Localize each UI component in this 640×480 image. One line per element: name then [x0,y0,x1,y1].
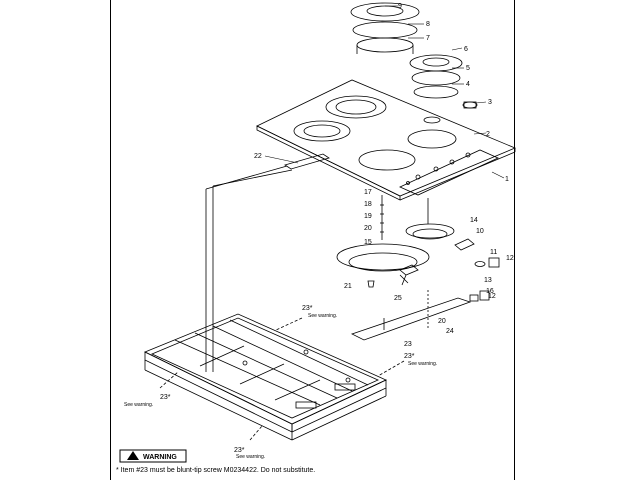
see-warning-right: See warning. [408,361,437,367]
callout-17: 17 [364,189,372,196]
callout-leaders [264,5,505,179]
see-warning-bottom: See warning. [236,454,265,460]
screw-21 [367,280,375,288]
callout-9: 9 [398,3,402,10]
bracket-24 [350,290,472,341]
right-border-line [514,0,515,480]
left-border-line [110,0,111,480]
callout-6: 6 [464,46,468,53]
callout-14: 14 [470,217,478,224]
callout-2: 2 [486,131,490,138]
warn-callout-right: 23* [404,353,415,360]
callout-1: 1 [505,176,509,183]
burner-opening-front-left [293,120,351,142]
see-warning-left: See warning. [124,402,153,408]
callout-13: 13 [484,277,492,284]
callout-20-upper: 20 [364,225,372,232]
burner-opening-rear-left [325,95,387,119]
burner-pan-15 [336,243,430,276]
callout-16: 16 [486,288,494,295]
clip-25 [399,274,409,286]
bracket-22 [205,153,330,372]
footnote: * Item #23 must be blunt-tip screw M0234… [116,467,316,474]
element-6 [409,54,463,72]
ring-8 [352,21,418,39]
callout-12-lower: 12 [488,293,496,300]
callout-4: 4 [466,81,470,88]
terminal-parts [469,257,500,302]
burner-opening-front-right [358,149,416,171]
callout-23: 23 [404,341,412,348]
callout-24: 24 [446,328,454,335]
callout-25: 25 [394,295,402,302]
callout-7: 7 [426,35,430,42]
callout-5: 5 [466,65,470,72]
callout-21: 21 [344,283,352,290]
cooktop-top-plate [256,79,517,201]
element-9 [350,2,420,22]
callout-12-upper: 12 [506,255,514,262]
screw-assembly-left [380,195,384,240]
small-burner-stack [409,54,463,99]
bracket-7 [356,37,414,53]
control-panel-strip [399,149,499,196]
warn-callout-left: 23* [160,394,171,401]
large-burner-stack [350,2,420,54]
burner-opening-rear-right [407,129,457,149]
callout-18: 18 [364,201,372,208]
switch-10 [454,238,475,251]
callout-22: 22 [254,153,262,160]
knob-3 [462,101,478,109]
warn-callout-top: 23* [302,305,313,312]
warning-label: WARNING [143,454,177,461]
callout-15: 15 [364,239,372,246]
warning-triangle-icon [127,451,139,460]
warn-callout-bottom: 23* [234,447,245,454]
burner-pan-14 [405,198,475,251]
bracket-4 [413,85,459,99]
callout-10: 10 [476,228,484,235]
callout-19: 19 [364,213,372,220]
see-warning-top: See warning. [308,313,337,319]
callout-11: 11 [490,249,497,256]
cooktop-box [144,313,387,441]
leader-lines [159,317,405,441]
warning-box: ! WARNING [119,449,187,463]
ring-5 [411,70,461,86]
svg-text:!: ! [131,455,133,461]
callout-20-lower: 20 [438,318,446,325]
callout-8: 8 [426,21,430,28]
callout-3: 3 [488,99,492,106]
